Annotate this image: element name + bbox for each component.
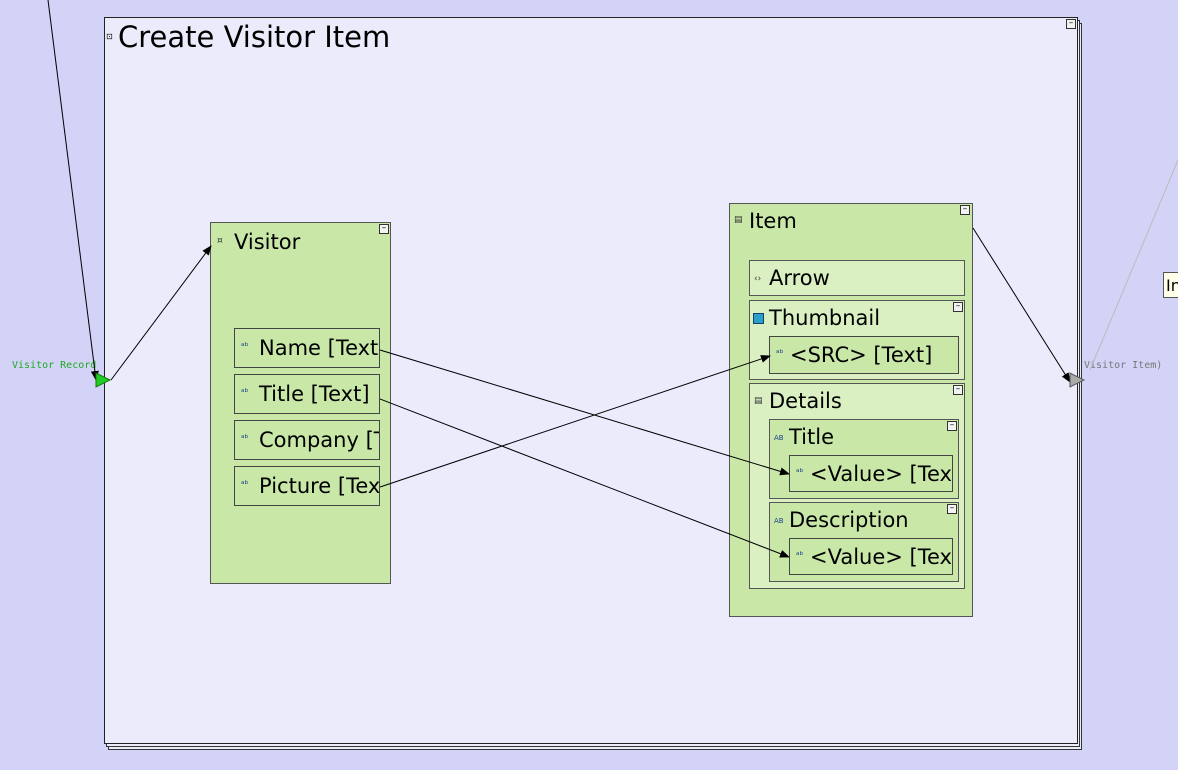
incoming-connector[interactable] <box>47 0 99 381</box>
string-icon: AB <box>774 517 784 525</box>
text-field-icon: ᵃᵇ <box>241 434 249 444</box>
title-to-description-value-connector[interactable] <box>379 398 790 558</box>
arrow-node[interactable] <box>749 260 965 296</box>
text-field-icon: ᵃᵇ <box>796 468 804 478</box>
list-icon: ▤ <box>754 396 763 406</box>
visitor-field-company[interactable]: ᵃᵇ Company [Text] <box>234 420 380 460</box>
details-title-collapse-button[interactable]: – <box>947 421 957 431</box>
text-field-icon: ᵃᵇ <box>241 388 249 398</box>
frame-collapse-button[interactable]: – <box>1066 19 1076 29</box>
item-collapse-button[interactable]: – <box>960 205 970 215</box>
list-icon: ▤ <box>734 215 743 225</box>
thumbnail-collapse-button[interactable]: – <box>953 302 963 312</box>
input-port-label: Visitor Record <box>12 360 97 371</box>
item-to-output-connector[interactable] <box>972 227 1071 383</box>
text-field-icon: ᵃᵇ <box>796 551 804 561</box>
picture-to-src-connector[interactable] <box>379 355 771 488</box>
thumbnail-src-field[interactable]: ᵃᵇ <SRC> [Text] <box>769 336 959 374</box>
details-description-collapse-button[interactable]: – <box>947 504 957 514</box>
details-description-value-field[interactable]: ᵃᵇ <Value> [Text] <box>789 538 953 575</box>
arrow-label: Arrow <box>769 266 830 290</box>
visitor-field-name[interactable]: ᵃᵇ Name [Text] <box>234 328 380 368</box>
text-field-icon: ᵃᵇ <box>241 342 249 352</box>
details-description-label: Description <box>789 508 909 532</box>
frame-title: Create Visitor Item <box>118 20 391 54</box>
visitor-collapse-button[interactable]: – <box>379 224 389 234</box>
visitor-field-title[interactable]: ᵃᵇ Title [Text] <box>234 374 380 414</box>
tooltip-text: In <box>1166 276 1178 295</box>
code-icon: ‹› <box>754 274 762 284</box>
outgoing-connector[interactable] <box>1089 159 1178 371</box>
item-title: Item <box>749 209 797 233</box>
tooltip: In <box>1163 272 1178 298</box>
image-icon <box>753 313 764 324</box>
text-field-icon: ᵃᵇ <box>776 349 784 359</box>
input-to-visitor-connector[interactable] <box>110 245 212 381</box>
details-title-label: Title <box>789 425 835 449</box>
input-port-triangle[interactable] <box>95 372 112 388</box>
visitor-title: Visitor <box>234 230 301 254</box>
record-icon: ¤ <box>217 236 223 246</box>
output-port-label: Visitor Item) <box>1084 360 1163 371</box>
details-title-value-field[interactable]: ᵃᵇ <Value> [Text] <box>789 455 953 492</box>
frame-type-icon: ⊡ <box>106 32 113 41</box>
string-icon: AB <box>774 434 784 442</box>
name-to-title-value-connector[interactable] <box>379 349 790 476</box>
text-field-icon: ᵃᵇ <box>241 480 249 490</box>
visitor-field-picture[interactable]: ᵃᵇ Picture [Text] <box>234 466 380 506</box>
details-title: Details <box>769 389 842 413</box>
thumbnail-title: Thumbnail <box>769 306 881 330</box>
output-port-triangle[interactable] <box>1069 372 1086 388</box>
details-collapse-button[interactable]: – <box>953 385 963 395</box>
